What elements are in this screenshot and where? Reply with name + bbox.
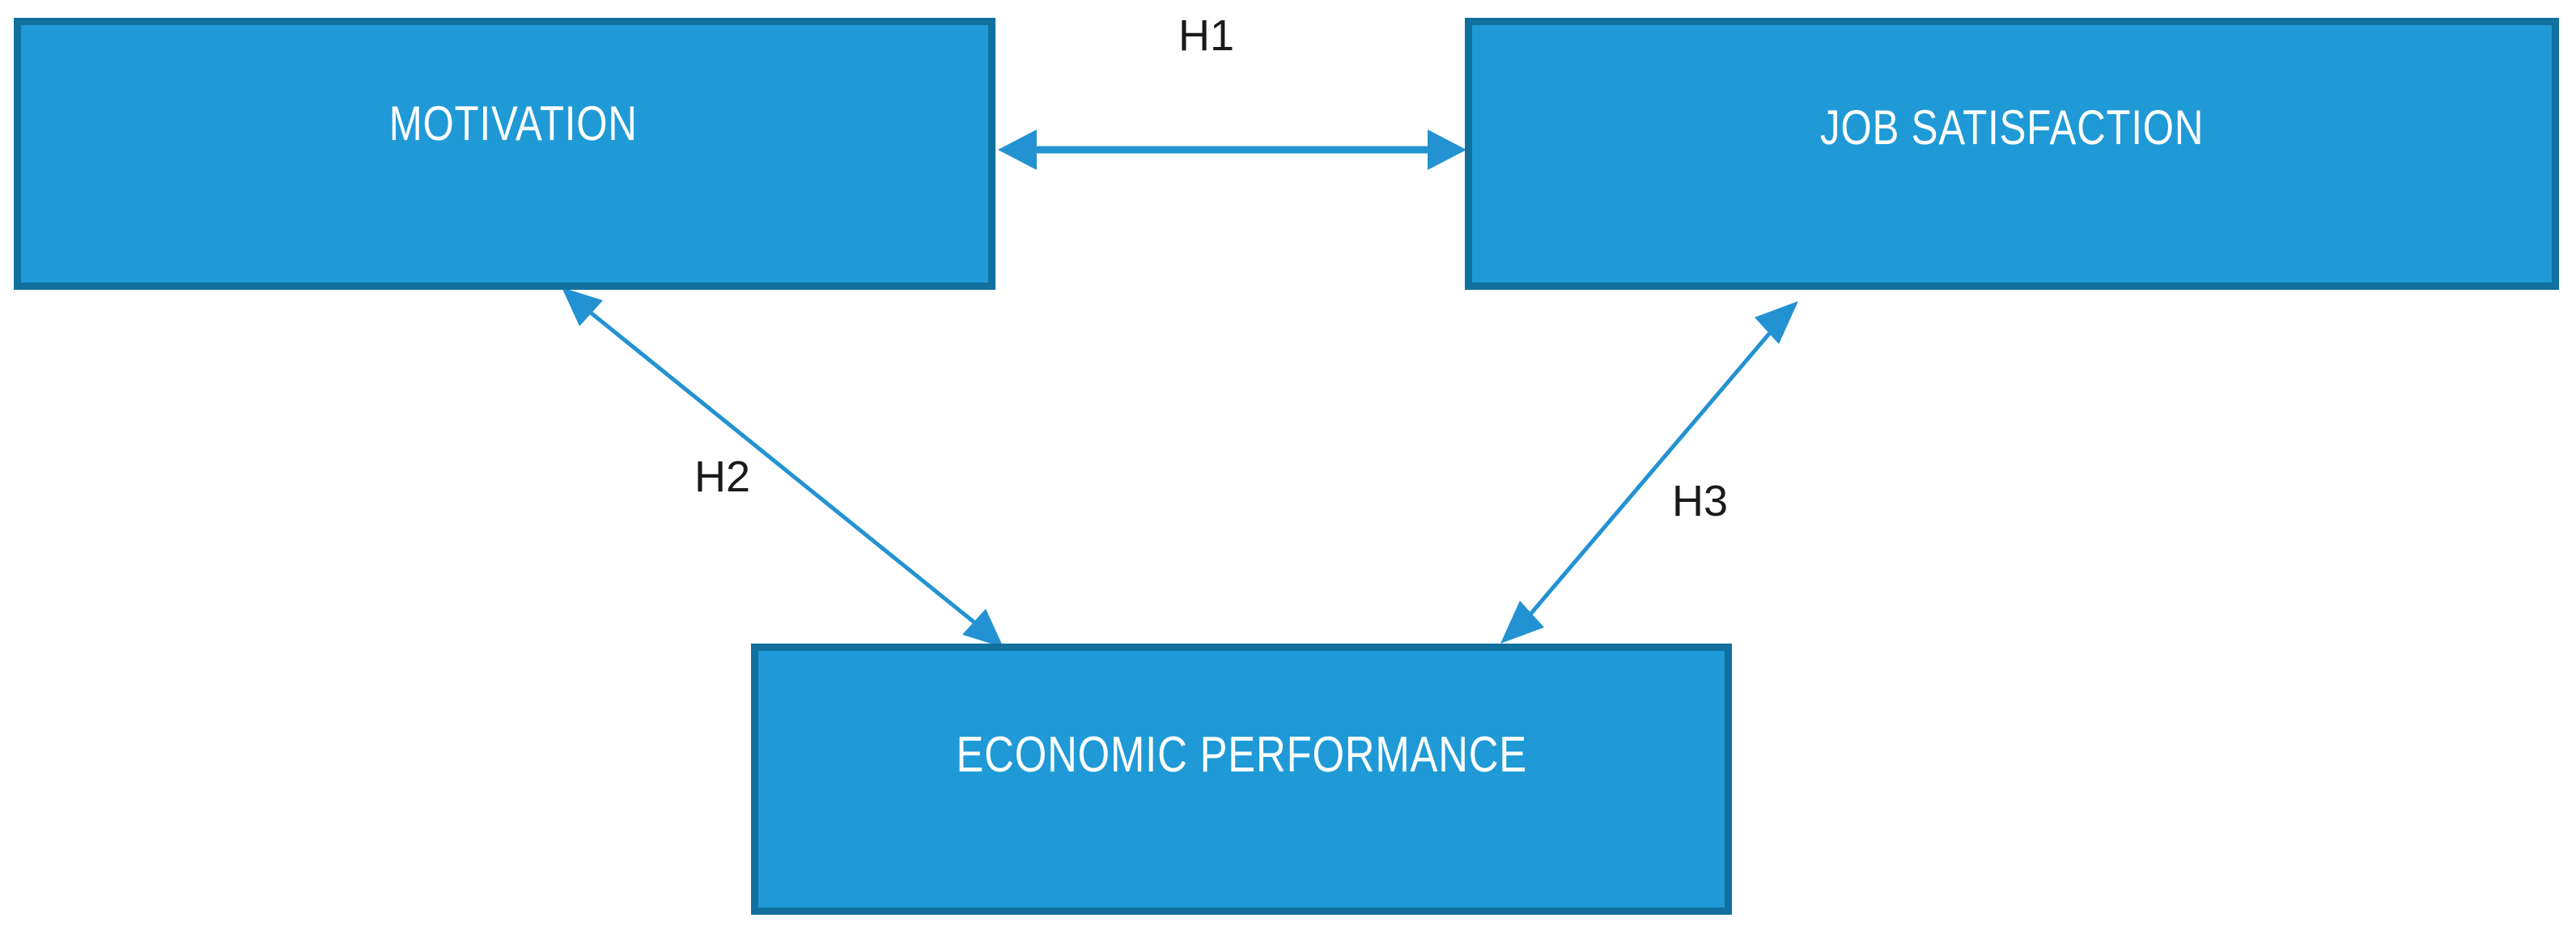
node-economic-performance-label: ECONOMIC PERFORMANCE	[956, 727, 1527, 783]
node-motivation-label: MOTIVATION	[388, 96, 639, 151]
arrow-h3-head-upper	[1755, 301, 1798, 344]
arrow-h2	[562, 287, 1004, 648]
arrow-h1-head-right	[1428, 130, 1466, 170]
edge-label-h2: H2	[694, 453, 751, 501]
node-job-satisfaction-label: JOB SATISFACTION	[1819, 100, 2205, 155]
arrow-h3-line	[1518, 320, 1781, 628]
arrow-h2-head-lower	[962, 609, 1004, 648]
edge-label-h3: H3	[1672, 477, 1729, 525]
node-job-satisfaction[interactable]: JOB SATISFACTION	[1465, 18, 2559, 290]
node-economic-performance[interactable]: ECONOMIC PERFORMANCE	[751, 644, 1732, 915]
arrow-h1-head-left	[998, 130, 1037, 170]
node-motivation[interactable]: MOTIVATION	[14, 18, 995, 290]
arrow-h3-head-lower	[1500, 601, 1544, 644]
arrow-h3	[1500, 301, 1798, 644]
arrow-h2-line	[578, 302, 988, 634]
edge-label-h1: H1	[1178, 11, 1235, 60]
arrow-h2-head-upper	[562, 287, 603, 326]
arrow-h1	[998, 130, 1466, 170]
